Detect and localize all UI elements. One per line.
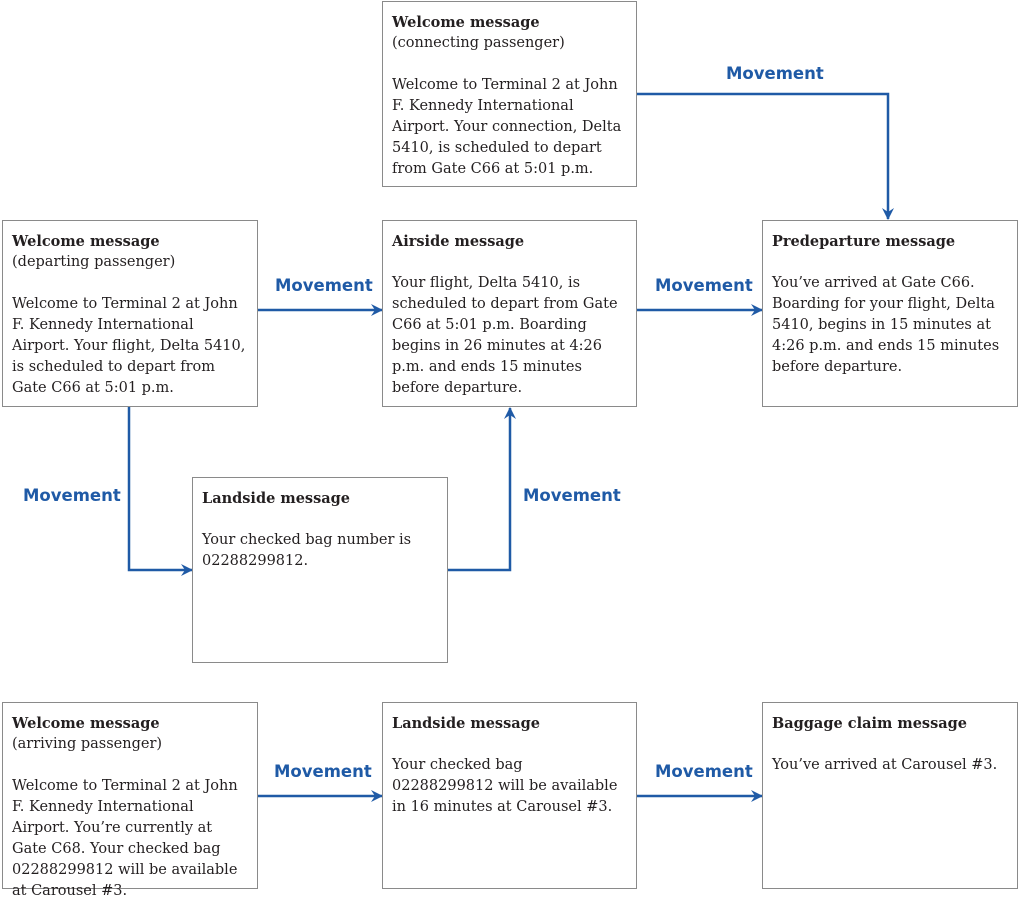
movement-label-departing-to-airside: Movement — [275, 276, 373, 295]
box-title: Welcome message — [12, 715, 160, 732]
box-body: You’ve arrived at Gate C66. Boarding for… — [772, 275, 1000, 375]
box-body: Welcome to Terminal 2 at John F. Kennedy… — [392, 77, 622, 177]
box-subtitle: (arriving passenger) — [12, 736, 163, 752]
box-body: Welcome to Terminal 2 at John F. Kennedy… — [12, 778, 238, 899]
movement-label-landside-to-airside: Movement — [523, 486, 621, 505]
predeparture-box: Predeparture message You’ve arrived at G… — [762, 220, 1018, 407]
landside-departing-box: Landside message Your checked bag number… — [192, 477, 448, 663]
baggage-claim-box: Baggage claim message You’ve arrived at … — [762, 702, 1018, 889]
arrow-connecting-to-predeparture — [637, 92, 894, 220]
welcome-departing-box: Welcome message (departing passenger) We… — [2, 220, 258, 407]
landside-arriving-box: Landside message Your checked bag 022882… — [382, 702, 637, 889]
airside-box: Airside message Your flight, Delta 5410,… — [382, 220, 637, 407]
box-title: Landside message — [202, 490, 351, 507]
box-body: Your checked bag number is 02288299812. — [202, 532, 412, 569]
box-body: Your flight, Delta 5410, is scheduled to… — [392, 275, 618, 396]
box-body: Your checked bag 02288299812 will be ava… — [392, 757, 618, 815]
movement-label-arriving-to-landside: Movement — [274, 762, 372, 781]
box-title: Welcome message — [392, 14, 540, 31]
box-subtitle: (departing passenger) — [12, 254, 176, 270]
arrow-departing-to-landside — [127, 407, 193, 576]
welcome-connecting-box: Welcome message (connecting passenger) W… — [382, 1, 637, 187]
box-title: Landside message — [392, 715, 541, 732]
box-title: Airside message — [392, 233, 525, 250]
box-body: Welcome to Terminal 2 at John F. Kennedy… — [12, 296, 246, 396]
arrow-landside-to-airside — [448, 407, 516, 572]
movement-label-airside-to-predeparture: Movement — [655, 276, 753, 295]
welcome-arriving-box: Welcome message (arriving passenger) Wel… — [2, 702, 258, 899]
box-title: Welcome message — [12, 233, 160, 250]
movement-label-landside-to-baggage: Movement — [655, 762, 753, 781]
movement-label-connecting-to-predeparture: Movement — [726, 64, 824, 83]
box-body: You’ve arrived at Carousel #3. — [772, 757, 998, 773]
box-title: Predeparture message — [772, 233, 956, 250]
movement-label-departing-to-landside: Movement — [23, 486, 121, 505]
box-title: Baggage claim message — [772, 715, 968, 732]
box-subtitle: (connecting passenger) — [392, 35, 565, 51]
